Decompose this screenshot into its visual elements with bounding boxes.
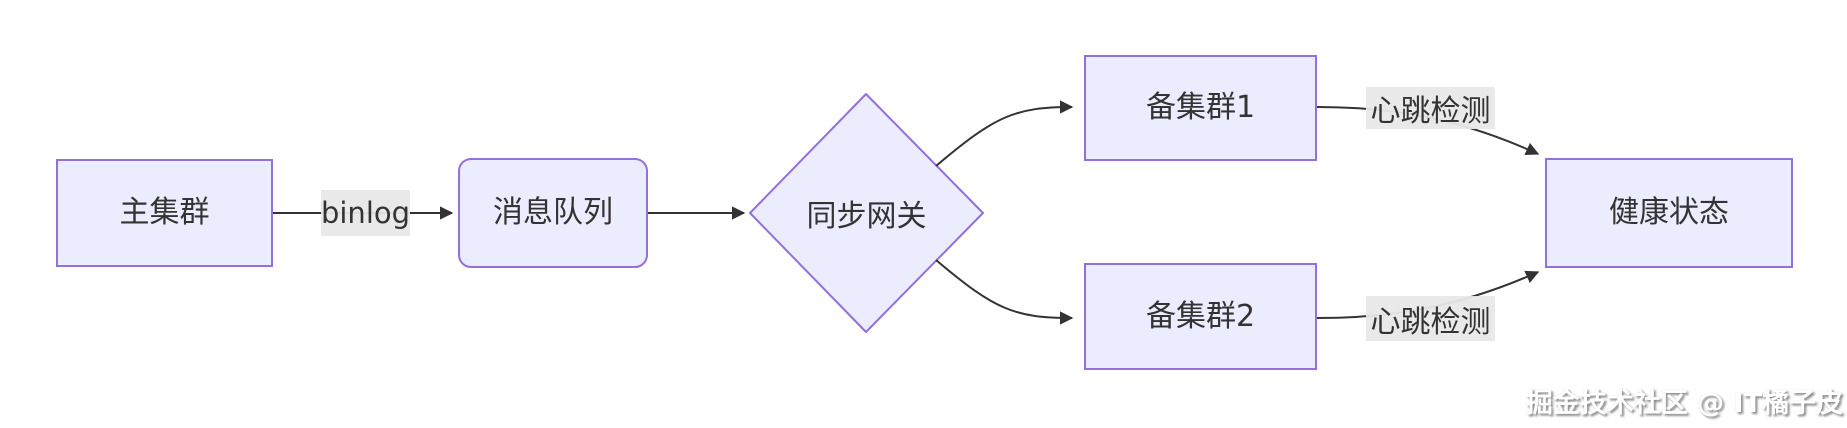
edge-label-heartbeat-1: 心跳检测 [1366,87,1495,129]
edge-gateway-to-backup1 [935,100,1074,167]
watermark-text: 掘金技术社区 @ IT橘子皮 [1525,388,1843,419]
edge-label-binlog: binlog [321,190,410,236]
node-backup-cluster-2: 备集群2 [1084,263,1317,370]
node-backup-cluster-1: 备集群1 [1084,55,1317,161]
edge-label-heartbeat-2: 心跳检测 [1366,296,1495,341]
node-main-cluster: 主集群 [56,159,273,267]
sync-gateway-diamond [749,93,984,333]
edge-gateway-to-backup2 [935,259,1074,325]
node-sync-gateway-label: 同步网关 [806,199,927,234]
node-message-queue: 消息队列 [458,158,648,268]
node-health-status: 健康状态 [1545,158,1793,268]
